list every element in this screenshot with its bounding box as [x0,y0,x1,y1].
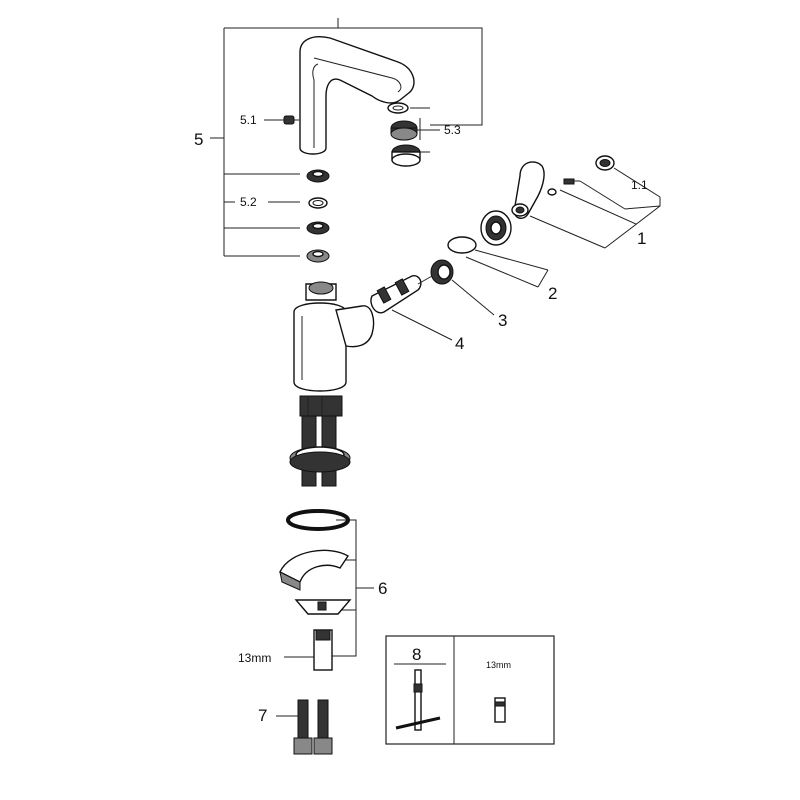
callout-2: 2 [548,284,557,303]
spout-icon [299,36,415,155]
cap-2-icon [447,210,549,288]
callout-1: 1 [637,229,646,248]
inset-13mm-label: 13mm [486,660,511,670]
ring-nut-3-icon [430,259,495,316]
callout-3: 3 [498,311,507,330]
callout-5-3: 5.3 [444,123,461,137]
callout-5-2: 5.2 [240,195,257,209]
seal-ring-icon [286,509,350,531]
fixing-plate-icon [294,599,352,615]
callout-5: 5 [194,130,203,149]
mounting-shim-icon [279,549,349,591]
faucet-body-icon [293,281,375,417]
screw-5-1-icon [283,115,299,125]
callout-1-1: 1.1 [631,178,648,192]
callout-5-1: 5.1 [240,113,257,127]
aerator-5-3-icon [387,102,421,167]
cartridge-icon [370,275,453,341]
threaded-rod-icon [313,629,333,671]
hex-adapter-icon [494,697,506,723]
flexible-hose-icon [276,699,333,755]
lever-handle-icon [511,155,661,249]
dimension-13mm-label: 13mm [238,651,271,665]
callout-8: 8 [412,645,421,664]
callout-7: 7 [258,706,267,725]
callout-4: 4 [455,334,464,353]
washers-5-2-icon [306,169,330,263]
callout-6: 6 [378,579,387,598]
allen-key-icon [395,669,441,731]
hose-pair-icon [289,415,351,487]
